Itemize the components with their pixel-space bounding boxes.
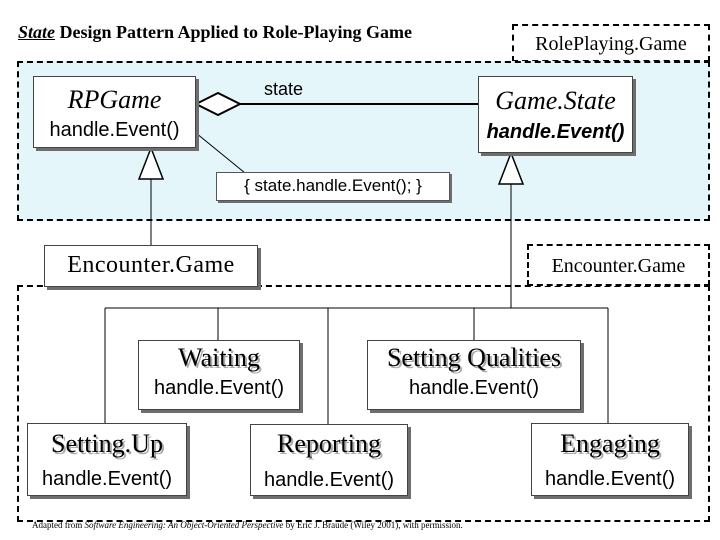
inherit-arrow-gamestate [497,150,525,185]
diagram-title: State Design Pattern Applied to Role-Pla… [18,22,412,43]
package-tab-roleplaying: RolePlaying.Game [512,24,710,62]
package-label-roleplaying: RolePlaying.Game [535,33,687,55]
class-settingup-op: handle.Event() [41,468,173,490]
title-italic-word: State [18,22,56,42]
class-gamestate-name: Game.State [495,86,616,115]
class-rpgame-name: RPGame [67,85,162,114]
class-engaging-op: handle.Event() [544,468,676,490]
class-waiting-name: Waiting [178,343,260,372]
credit-line: Adapted from Software Engineering: An Ob… [32,520,463,530]
class-rpgame: RPGame handle.Event() [33,76,196,148]
credit-book-title: Software Engineering: An Object-Oriented… [84,520,284,530]
class-reporting-op: handle.Event() [263,469,395,491]
class-reporting: Reporting handle.Event() [250,424,408,496]
title-rest: Design Pattern Applied to Role-Playing G… [55,22,412,42]
package-label-encounter: Encounter.Game [551,255,686,277]
class-settingup-name: Setting.Up [51,429,163,458]
note: { state.handle.Event(); } [216,172,450,201]
class-encountergame-name: Encounter.Game [67,252,235,278]
class-engaging: Engaging handle.Event() [531,423,689,496]
package-encounter [17,285,710,522]
class-gamestate: Game.State handle.Event() [478,76,633,153]
class-reporting-name: Reporting [277,429,381,458]
association-role-label: state [264,79,304,99]
package-tab-encounter: Encounter.Game [527,244,710,286]
class-waiting-op: handle.Event() [153,377,285,399]
class-settingup: Setting.Up handle.Event() [27,423,187,496]
note-text: { state.handle.Event(); } [244,176,422,195]
aggregation-diamond [193,91,243,117]
class-encountergame: Encounter.Game [44,245,258,287]
inherit-arrow-rpgame [137,145,165,180]
class-settingqualities-op: handle.Event() [408,377,540,399]
credit-suffix: by Eric J. Braude (Wiley 2001), with per… [283,520,463,530]
class-engaging-name: Engaging [560,429,660,458]
credit-prefix: Adapted from [32,520,85,530]
class-gamestate-op: handle.Event() [486,121,625,143]
class-settingqualities-name: Setting Qualities [386,343,562,372]
class-rpgame-op: handle.Event() [49,119,180,141]
note-anchor-line [195,132,246,174]
class-settingqualities: Setting Qualities handle.Event() [367,340,581,410]
class-waiting: Waiting handle.Event() [138,340,300,410]
